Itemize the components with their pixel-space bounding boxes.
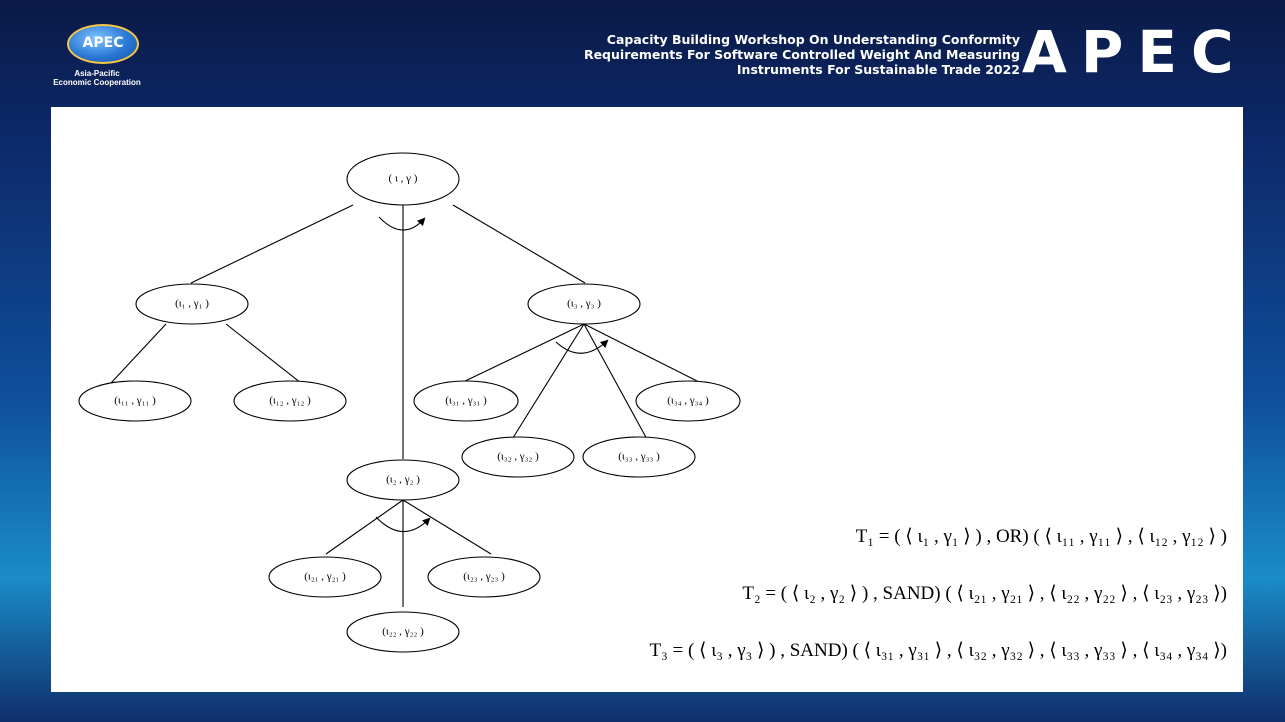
node-n11-label: (ι₁₁ , γ₁₁ ) xyxy=(114,395,156,407)
apec-logo-subtitle-line2: Economic Cooperation xyxy=(53,78,141,87)
and-arc-n2 xyxy=(375,516,431,532)
node-n12 xyxy=(233,380,347,422)
edge-n3-n34 xyxy=(583,323,702,384)
node-n12-label: (ι₁₂ , γ₁₂ ) xyxy=(269,395,311,407)
apec-logo-emblem: APEC xyxy=(67,24,139,64)
apec-logo-subtitle: Asia-Pacific Economic Cooperation xyxy=(22,69,172,87)
node-root xyxy=(346,152,460,206)
apec-logo-subtitle-line1: Asia-Pacific xyxy=(74,69,120,78)
node-n31 xyxy=(413,380,519,422)
edge-n3-n32 xyxy=(510,323,585,442)
apec-brand-wordmark: APEC xyxy=(1022,18,1248,86)
node-n33 xyxy=(582,436,696,478)
edge-n1-n12 xyxy=(225,323,302,384)
node-n34 xyxy=(635,380,741,422)
node-n32 xyxy=(461,436,575,478)
formula-t2: T₂ = ( ⟨ ι₂ , γ₂ ⟩ ) , SAND) ( ⟨ ι₂₁ , γ… xyxy=(742,583,1227,604)
node-n22-label: (ι₂₂ , γ₂₂ ) xyxy=(382,626,424,638)
workshop-title-line3: Instruments For Sustainable Trade 2022 xyxy=(736,62,1020,77)
workshop-title: Capacity Building Workshop On Understand… xyxy=(460,32,1020,77)
node-n21-label: (ι₂₁ , γ₂₁ ) xyxy=(304,571,346,583)
formula-t1: T₁ = ( ⟨ ι₁ , γ₁ ⟩ ) , OR) ( ⟨ ι₁₁ , γ₁₁… xyxy=(855,526,1227,547)
node-n23 xyxy=(427,556,541,598)
and-arc-root xyxy=(378,216,426,231)
edge-n1-n11 xyxy=(110,323,167,384)
apec-logo: APEC Asia-Pacific Economic Cooperation xyxy=(22,22,172,92)
node-n33-label: (ι₃₃ , γ₃₃ ) xyxy=(618,451,660,463)
formula-t3: T₃ = ( ⟨ ι₃ , γ₃ ⟩ ) , SAND) ( ⟨ ι₃₁ , γ… xyxy=(649,640,1227,661)
attack-tree-diagram: ( ι , γ ) (ι₁ , γ₁ ) (ι₃ , γ₃ ) (ι₁₁ , γ… xyxy=(78,152,741,653)
node-n1 xyxy=(135,283,249,325)
node-n31-label: (ι₃₁ , γ₃₁ ) xyxy=(445,395,487,407)
node-n23-label: (ι₂₃ , γ₂₃ ) xyxy=(463,571,505,583)
node-n3 xyxy=(527,283,641,325)
node-n32-label: (ι₃₂ , γ₃₂ ) xyxy=(497,451,539,463)
node-n22 xyxy=(346,611,460,653)
and-arc-n3 xyxy=(555,339,609,354)
apec-logo-text: APEC xyxy=(82,35,124,51)
edge-n2-n23 xyxy=(402,499,492,555)
node-n11 xyxy=(78,380,192,422)
node-n3-label: (ι₃ , γ₃ ) xyxy=(567,298,601,310)
node-n2 xyxy=(346,459,460,501)
slide-header: APEC Asia-Pacific Economic Cooperation C… xyxy=(0,0,1285,105)
workshop-title-line1: Capacity Building Workshop On Understand… xyxy=(606,32,1020,47)
workshop-title-line2: Requirements For Software Controlled Wei… xyxy=(583,47,1020,62)
edge-n3-n33 xyxy=(583,323,649,442)
edge-n2-n21 xyxy=(325,499,404,555)
node-n2-label: (ι₂ , γ₂ ) xyxy=(386,474,420,486)
node-n34-label: (ι₃₄ , γ₃₄ ) xyxy=(667,395,709,407)
content-panel: ( ι , γ ) (ι₁ , γ₁ ) (ι₃ , γ₃ ) (ι₁₁ , γ… xyxy=(51,107,1243,692)
node-n1-label: (ι₁ , γ₁ ) xyxy=(175,298,209,310)
edge-root-n1 xyxy=(190,204,354,284)
edge-n3-n31 xyxy=(460,323,585,384)
node-root-label: ( ι , γ ) xyxy=(389,173,418,185)
node-n21 xyxy=(268,556,382,598)
edge-root-n3 xyxy=(452,204,586,284)
